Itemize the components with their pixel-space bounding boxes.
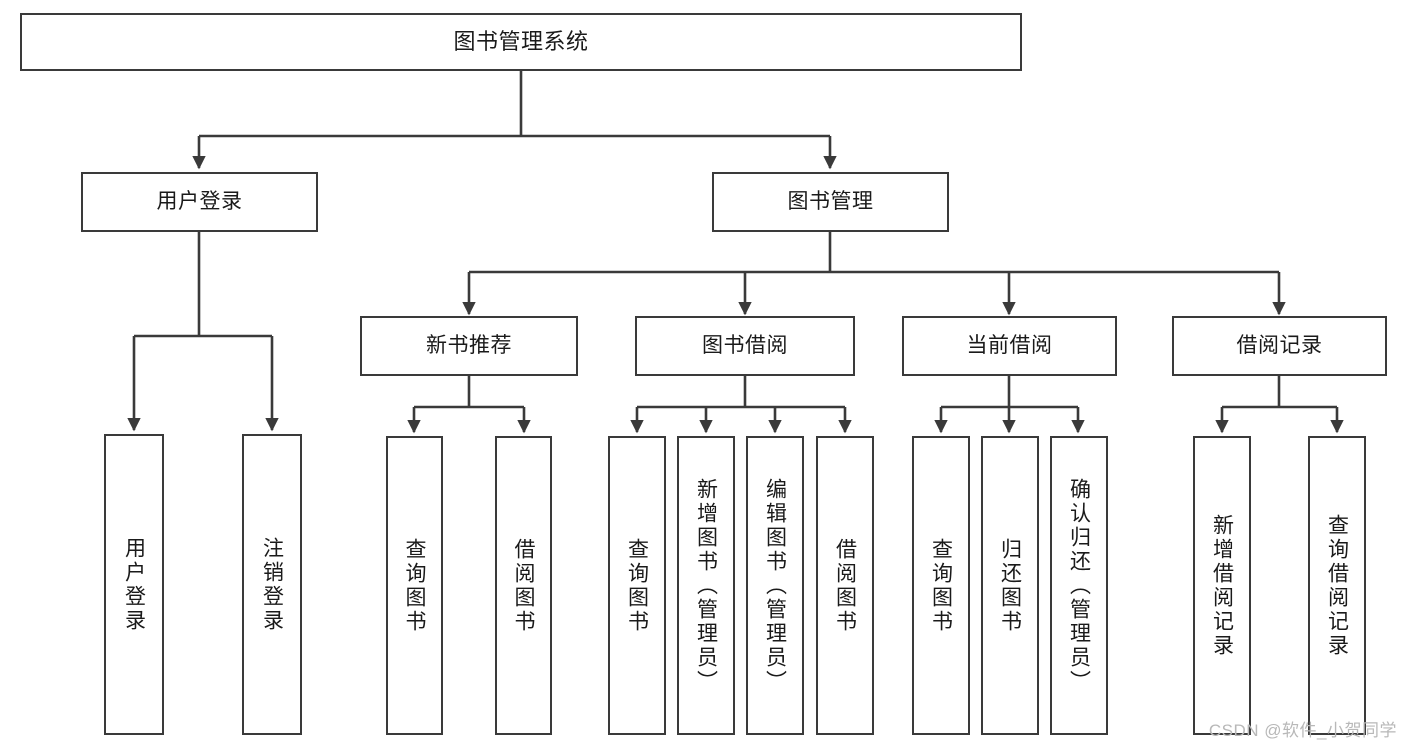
node-leaf-add-book-admin-label: 新增图书（管理员） (694, 477, 718, 694)
node-new-book-recommend-label: 新书推荐 (426, 333, 512, 357)
node-leaf-return-book[interactable]: 归还图书 (981, 436, 1039, 735)
node-user-login-label: 用户登录 (156, 189, 243, 213)
node-user-login[interactable]: 用户登录 (81, 172, 318, 232)
node-current-borrow-label: 当前借阅 (966, 333, 1053, 357)
node-leaf-add-borrow-record[interactable]: 新增借阅记录 (1193, 436, 1251, 735)
node-book-borrow[interactable]: 图书借阅 (635, 316, 855, 376)
node-leaf-query-book-newbook-label: 查询图书 (403, 537, 426, 634)
node-new-book-recommend[interactable]: 新书推荐 (360, 316, 578, 376)
node-leaf-borrow-book-label: 借阅图书 (833, 537, 857, 634)
node-leaf-query-borrow-record[interactable]: 查询借阅记录 (1308, 436, 1366, 735)
node-leaf-return-book-label: 归还图书 (998, 537, 1022, 634)
node-book-borrow-label: 图书借阅 (702, 333, 788, 357)
node-current-borrow[interactable]: 当前借阅 (902, 316, 1117, 376)
node-leaf-borrow-book[interactable]: 借阅图书 (816, 436, 874, 735)
node-leaf-query-book-newbook[interactable]: 查询图书 (386, 436, 443, 735)
node-book-management[interactable]: 图书管理 (712, 172, 949, 232)
node-borrow-record-label: 借阅记录 (1236, 333, 1323, 357)
node-leaf-borrow-book-newbook-label: 借阅图书 (512, 537, 535, 634)
node-root-label: 图书管理系统 (453, 29, 589, 55)
node-leaf-confirm-return-admin-label: 确认归还（管理员） (1067, 477, 1091, 694)
node-leaf-confirm-return-admin[interactable]: 确认归还（管理员） (1050, 436, 1108, 735)
node-leaf-edit-book-admin[interactable]: 编辑图书（管理员） (746, 436, 804, 735)
node-leaf-borrow-book-newbook[interactable]: 借阅图书 (495, 436, 552, 735)
node-leaf-user-login[interactable]: 用户登录 (104, 434, 164, 735)
node-leaf-query-borrow-record-label: 查询借阅记录 (1325, 513, 1349, 658)
node-leaf-add-borrow-record-label: 新增借阅记录 (1210, 513, 1234, 658)
node-borrow-record[interactable]: 借阅记录 (1172, 316, 1387, 376)
node-leaf-user-login-label: 用户登录 (122, 536, 146, 633)
node-leaf-query-book-borrow[interactable]: 查询图书 (608, 436, 666, 735)
node-leaf-add-book-admin[interactable]: 新增图书（管理员） (677, 436, 735, 735)
node-book-management-label: 图书管理 (787, 189, 874, 213)
watermark-csdn: CSDN @软件_小贺同学 (1208, 721, 1397, 740)
node-leaf-query-book-current-label: 查询图书 (929, 537, 953, 634)
node-leaf-query-book-borrow-label: 查询图书 (625, 537, 649, 634)
node-leaf-edit-book-admin-label: 编辑图书（管理员） (763, 477, 787, 694)
node-leaf-logout[interactable]: 注销登录 (242, 434, 302, 735)
node-leaf-query-book-current[interactable]: 查询图书 (912, 436, 970, 735)
node-root-book-management-system[interactable]: 图书管理系统 (20, 13, 1022, 71)
node-leaf-logout-label: 注销登录 (260, 536, 284, 633)
